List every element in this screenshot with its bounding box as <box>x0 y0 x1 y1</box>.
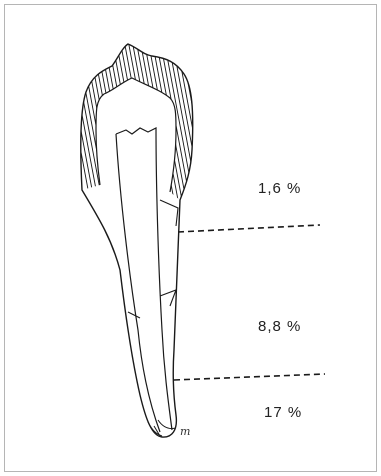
artist-signature: m <box>180 425 190 438</box>
division-line-lower <box>174 374 325 380</box>
enamel-inner-line <box>96 78 176 192</box>
percentage-upper: 1,6 % <box>258 180 301 197</box>
percentage-apical: 17 % <box>264 404 302 421</box>
section-line-upper <box>160 200 178 226</box>
percentage-middle: 8,8 % <box>258 318 301 335</box>
division-line-upper <box>178 225 320 232</box>
pulp-canal <box>116 128 172 432</box>
